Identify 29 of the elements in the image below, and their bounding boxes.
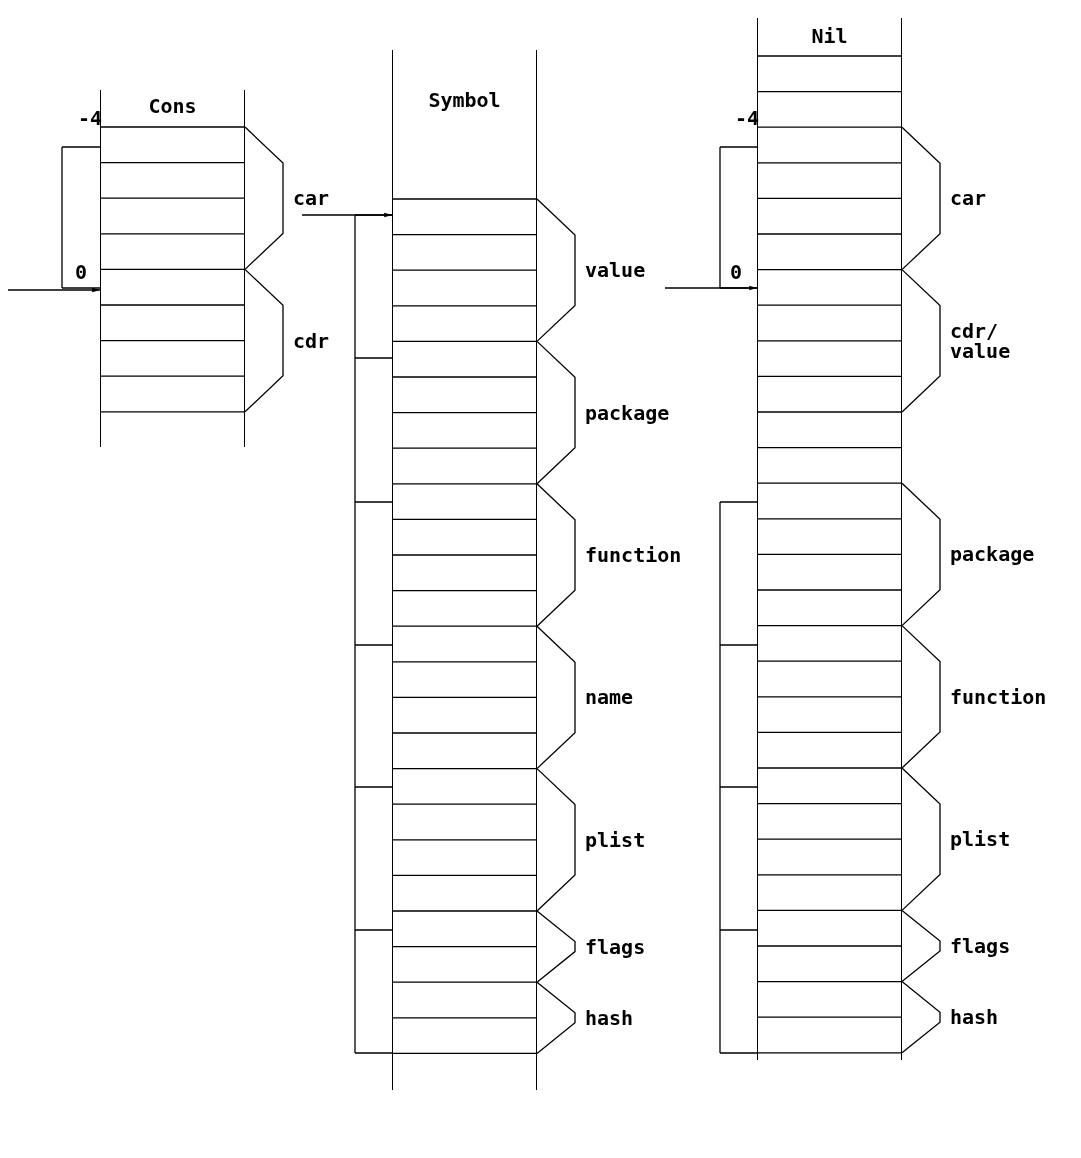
field-label: car <box>950 188 987 209</box>
column-title: Symbol <box>427 88 502 112</box>
offset-label: -4 <box>735 108 760 128</box>
field-label: function <box>585 545 682 565</box>
pointer-arrow <box>664 285 758 291</box>
offset-label: 0 <box>730 262 743 282</box>
field-label: car <box>293 188 330 209</box>
offset-label: 0 <box>75 262 88 282</box>
column-title: Cons <box>147 94 198 118</box>
field-label: name <box>585 687 634 708</box>
pointer-arrow <box>7 287 101 293</box>
field-label: hash <box>950 1007 999 1028</box>
field-label: flags <box>585 936 646 957</box>
column-title: Nil <box>810 24 849 48</box>
pointer-arrow <box>301 212 393 218</box>
memory-column <box>392 50 537 1090</box>
field-label: plist <box>585 829 646 850</box>
field-label: flags <box>950 936 1011 956</box>
memory-column <box>757 18 902 1060</box>
field-label: cdr <box>293 330 330 351</box>
field-label: plist <box>950 829 1011 850</box>
memory-column <box>100 90 245 447</box>
field-label: function <box>950 686 1047 707</box>
offset-label: -4 <box>78 108 103 128</box>
field-label: value <box>585 260 646 281</box>
field-label: package <box>585 402 670 423</box>
field-label: package <box>950 544 1035 565</box>
field-label: cdr/ value <box>950 320 1010 361</box>
field-label: hash <box>585 1007 634 1028</box>
